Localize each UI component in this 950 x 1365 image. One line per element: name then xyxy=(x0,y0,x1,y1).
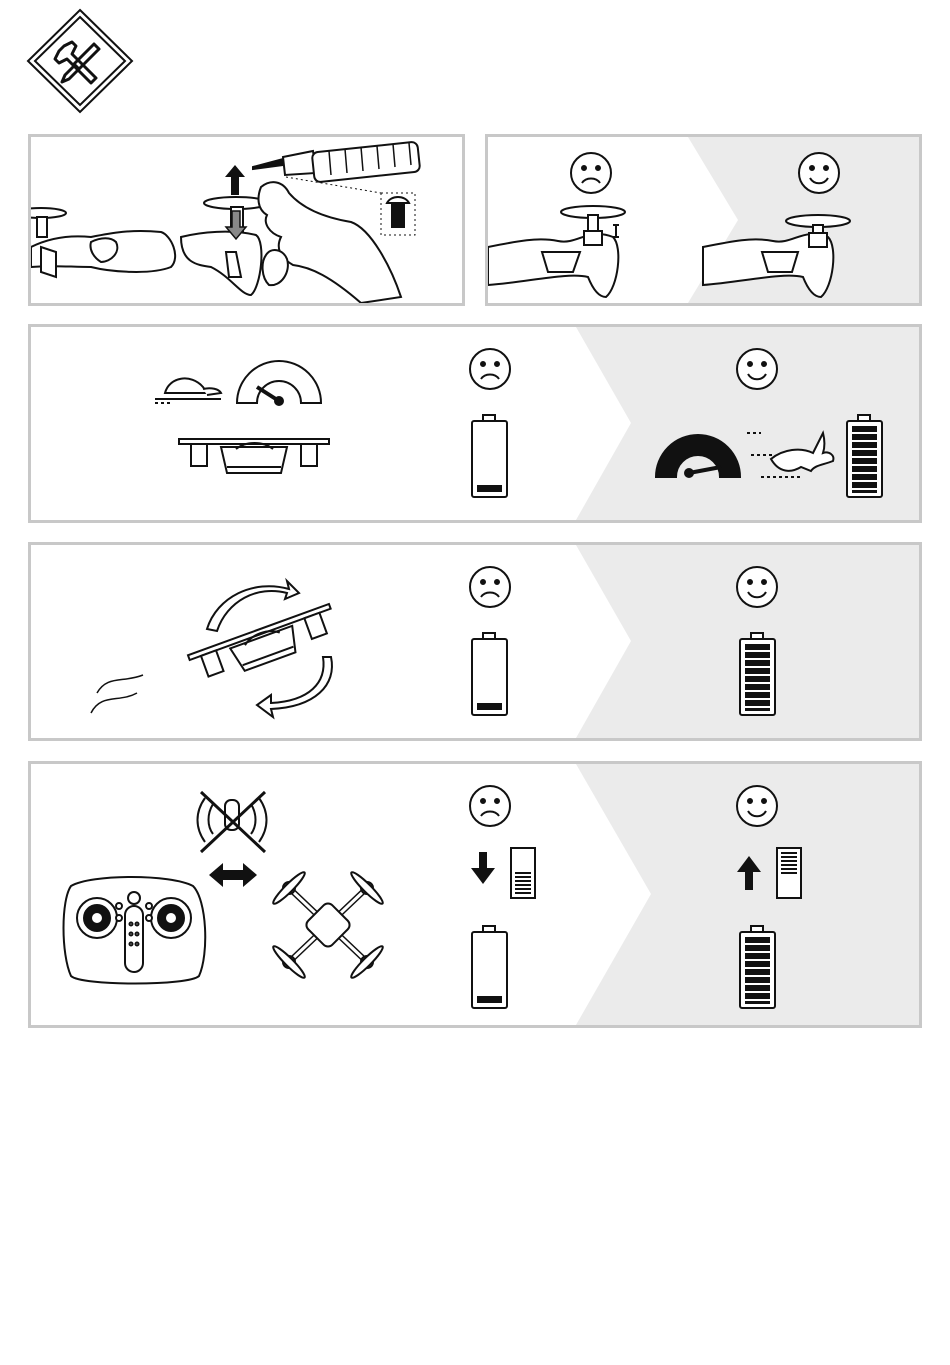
drone-top-icon xyxy=(271,870,386,981)
no-signal-icon xyxy=(198,792,267,852)
propeller-icon xyxy=(31,208,66,237)
drone-tilted-icon xyxy=(188,604,341,687)
panel-propeller-replacement xyxy=(28,134,465,306)
screw-icon xyxy=(387,197,409,227)
battery-low-icon xyxy=(472,633,507,715)
hand-icon xyxy=(259,182,401,303)
battery-full-icon xyxy=(740,633,775,715)
happy-face-icon xyxy=(799,153,839,193)
arrow-up-icon xyxy=(225,165,245,195)
happy-face-icon xyxy=(737,567,777,607)
turtle-icon xyxy=(155,378,221,403)
battery-low-icon xyxy=(472,415,507,497)
panel-unstable-flight xyxy=(28,542,922,741)
battery-full-icon xyxy=(740,926,775,1008)
screwdriver-icon xyxy=(253,142,420,183)
happy-face-icon xyxy=(737,349,777,389)
panel-no-connection xyxy=(28,761,922,1028)
tools-icon xyxy=(26,8,134,114)
sad-face-icon xyxy=(470,349,510,389)
happy-face-icon xyxy=(737,786,777,826)
sad-face-icon xyxy=(470,567,510,607)
tools-badge xyxy=(26,8,134,114)
panel-propeller-gap xyxy=(485,134,922,306)
double-arrow-icon xyxy=(209,863,257,887)
battery-low-icon xyxy=(472,926,507,1008)
wind-icon xyxy=(91,675,143,713)
drone-side-icon xyxy=(179,439,329,473)
speedometer-low-icon xyxy=(237,361,321,405)
panel-slow-speed xyxy=(28,324,922,523)
remote-control-icon xyxy=(64,877,206,984)
sad-face-icon xyxy=(470,786,510,826)
sad-face-icon xyxy=(571,153,611,193)
battery-full-icon xyxy=(847,415,882,497)
throttle-down-icon xyxy=(471,848,535,898)
